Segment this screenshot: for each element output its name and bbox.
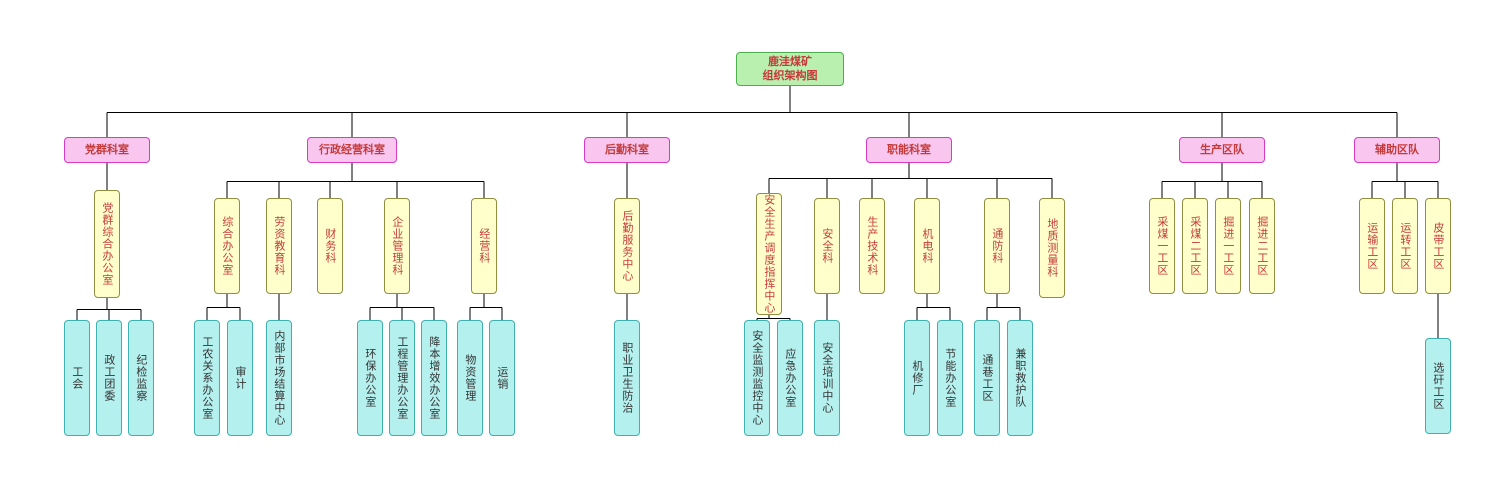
org-node-yunshu-gongqu: 运输工区 [1359,198,1385,294]
org-node-pidai-gongqu: 皮带工区 [1425,198,1451,294]
org-node-shenji: 审计 [227,320,253,436]
org-node-label: 后勤科室 [605,143,649,157]
org-node-label: 审计 [233,366,247,390]
org-node-jiangben-zengxiao-bangongshi: 降本增效办公室 [421,320,447,436]
org-node-tongxiang-gongqu: 通巷工区 [974,320,1000,436]
org-node-juejin-yi-gongqu: 掘进一工区 [1215,198,1241,294]
org-node-jijian-jiancha: 纪检监察 [128,320,154,436]
org-node-juejin-er-gongqu: 掘进二工区 [1249,198,1275,294]
org-node-label: 物资管理 [463,354,477,402]
org-node-label: 企业管理科 [390,216,404,276]
org-node-label: 机电科 [920,228,934,264]
org-node-label: 安全生产调度指挥中心 [762,194,776,314]
org-node-label: 纪检监察 [134,354,148,402]
org-node-xuangan-gongqu: 选矸工区 [1425,338,1451,434]
org-node-fuzhu-qudui: 辅助区队 [1354,137,1440,163]
org-node-label: 劳资教育科 [272,216,286,276]
org-node-label: 采煤一工区 [1155,216,1169,276]
org-node-houqin-fuwu-zhongxin: 后勤服务中心 [614,198,640,294]
org-node-label: 采煤二工区 [1188,216,1202,276]
org-node-qiye-guanlike: 企业管理科 [384,198,410,294]
org-node-label: 党群综合办公室 [100,202,114,286]
org-node-label: 安全科 [820,228,834,264]
org-node-label: 通巷工区 [980,354,994,402]
org-node-zhineng-keshi: 职能科室 [866,137,952,163]
org-node-xingzheng-jingying-keshi: 行政经营科室 [307,137,397,163]
org-node-gongnong-guanxi-bangongshi: 工农关系办公室 [194,320,220,436]
org-node-wuzi-guanli: 物资管理 [457,320,483,436]
org-node-label: 职能科室 [887,143,931,157]
org-node-label: 安全培训中心 [820,342,834,414]
org-node-label: 环保办公室 [363,348,377,408]
org-node-label: 运输工区 [1365,222,1379,270]
org-node-label: 节能办公室 [943,348,957,408]
org-node-label: 工程管理办公室 [395,336,409,420]
org-node-label: 鹿洼煤矿 组织架构图 [762,55,818,82]
org-node-label: 应急办公室 [783,348,797,408]
org-node-yingji-bangongshi: 应急办公室 [777,320,803,436]
org-node-label: 通防科 [990,228,1004,264]
org-node-zonghe-bangongshi: 综合办公室 [214,198,240,294]
org-node-caimei-yi-gongqu: 采煤一工区 [1149,198,1175,294]
org-node-label: 工农关系办公室 [200,336,214,420]
org-node-label: 辅助区队 [1375,143,1419,157]
org-node-jianzhi-jiuhudui: 兼职救护队 [1007,320,1033,436]
org-node-label: 综合办公室 [220,216,234,276]
org-node-anquan-jiance-jiankong-zhongxin: 安全监测监控中心 [744,320,770,436]
org-node-gonghui: 工会 [64,320,90,436]
org-node-jingyingke: 经营科 [471,198,497,294]
org-node-caiwuke: 财务科 [317,198,343,294]
org-node-label: 机修厂 [910,360,924,396]
org-node-anquanke: 安全科 [814,198,840,294]
org-node-anquan-shengchan-diaodu-zhihui-zhongxin: 安全生产调度指挥中心 [756,193,782,315]
org-node-label: 掘进二工区 [1255,216,1269,276]
org-node-huanbao-bangongshi: 环保办公室 [357,320,383,436]
org-node-label: 运销 [495,366,509,390]
org-node-jieneng-bangongshi: 节能办公室 [937,320,963,436]
org-node-houqin-keshi: 后勤科室 [584,137,670,163]
org-node-label: 党群科室 [85,143,129,157]
org-node-jidianke: 机电科 [914,198,940,294]
org-node-tongfangke: 通防科 [984,198,1010,294]
org-node-label: 掘进一工区 [1221,216,1235,276]
org-node-yunxiao: 运销 [489,320,515,436]
org-node-label: 选矸工区 [1431,362,1445,410]
org-node-label: 兼职救护队 [1013,348,1027,408]
org-node-dizhi-celiangke: 地质测量科 [1039,198,1065,298]
org-node-label: 安全监测监控中心 [750,330,764,426]
org-node-label: 经营科 [477,228,491,264]
org-node-gongcheng-guanli-bangongshi: 工程管理办公室 [389,320,415,436]
org-node-label: 政工团委 [102,354,116,402]
org-node-label: 财务科 [323,228,337,264]
org-node-caimei-er-gongqu: 采煤二工区 [1182,198,1208,294]
org-node-dangqun-zonghe-bangongshi: 党群综合办公室 [94,190,120,298]
org-node-label: 行政经营科室 [319,143,385,157]
org-node-label: 后勤服务中心 [620,210,634,282]
org-node-shengchan-jishuke: 生产技术科 [859,198,885,294]
org-node-label: 地质测量科 [1045,218,1059,278]
org-node-zhiye-weisheng-fangzhi: 职业卫生防治 [614,320,640,436]
org-node-dangqun-keshi: 党群科室 [64,137,150,163]
org-node-root: 鹿洼煤矿 组织架构图 [736,52,844,86]
org-node-label: 内部市场结算中心 [272,330,286,426]
org-node-label: 运转工区 [1398,222,1412,270]
org-node-label: 生产技术科 [865,216,879,276]
org-node-label: 降本增效办公室 [427,336,441,420]
org-node-shengchan-qudui: 生产区队 [1179,137,1265,163]
org-node-neibu-shichang-jiesuan-zhongxin: 内部市场结算中心 [266,320,292,436]
org-node-label: 生产区队 [1200,143,1244,157]
org-node-yunzhuan-gongqu: 运转工区 [1392,198,1418,294]
org-node-anquan-peixun-zhongxin: 安全培训中心 [814,320,840,436]
org-node-label: 工会 [70,366,84,390]
org-node-jixiuchang: 机修厂 [904,320,930,436]
org-node-laozi-jiaoyuke: 劳资教育科 [266,198,292,294]
org-node-zhenggong-tuanwei: 政工团委 [96,320,122,436]
org-node-label: 皮带工区 [1431,222,1445,270]
org-node-label: 职业卫生防治 [620,342,634,414]
